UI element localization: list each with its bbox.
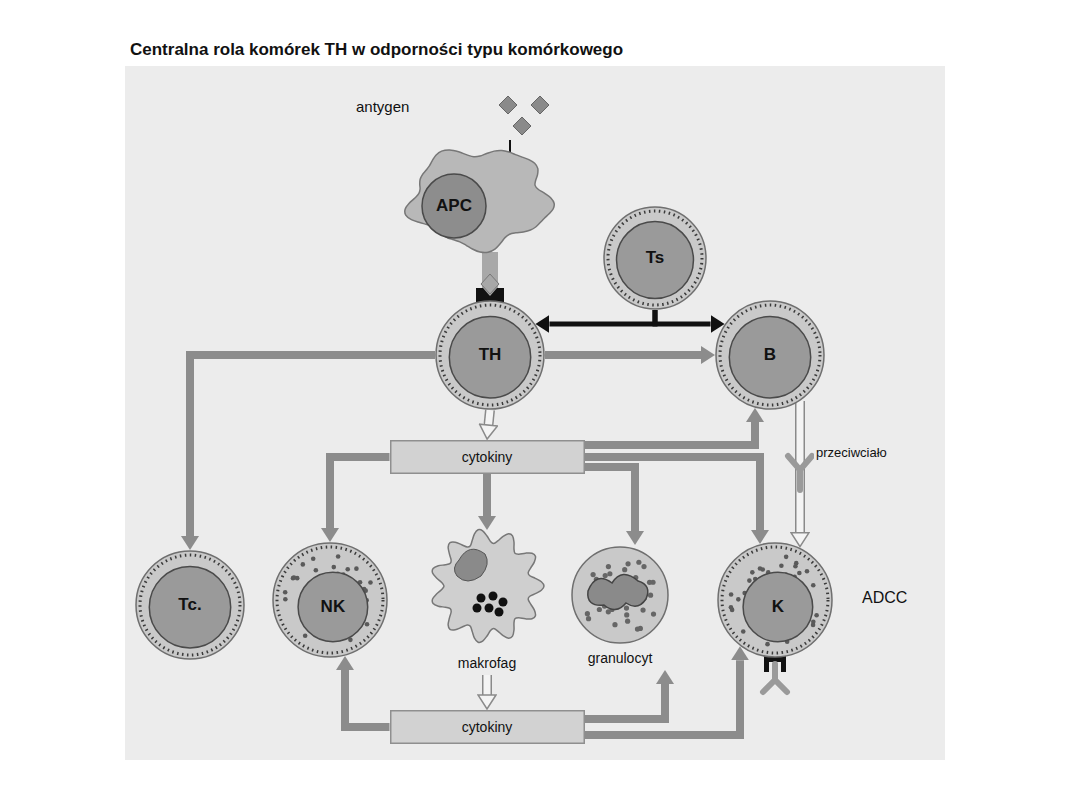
cell-label: makrofag [458, 655, 516, 671]
membrane-dots [277, 547, 383, 653]
macrophage: makrofag [422, 530, 552, 675]
granules [283, 554, 373, 642]
cytokine-box: cytokiny [390, 710, 585, 744]
antigen-symbol [499, 96, 517, 114]
arrow-connector [655, 310, 711, 324]
cell-nucleus [588, 574, 648, 609]
arrow-connector [585, 422, 756, 445]
cell-membrane [718, 543, 832, 657]
k-cell: K [717, 542, 833, 658]
box-outline [390, 441, 584, 474]
granules [585, 560, 656, 632]
cell-nucleus [743, 572, 813, 642]
cell-label: granulocyt [588, 650, 653, 666]
antibody-symbol [788, 456, 812, 490]
cell-label: Tc. [178, 595, 201, 615]
cell-label: K [772, 597, 784, 617]
cell-nucleus [449, 317, 530, 398]
diagram-title: Centralna rola komórek TH w odporności t… [130, 40, 623, 60]
arrow-connector [483, 474, 491, 516]
phagosome [473, 604, 482, 613]
antigen-symbol [513, 117, 531, 135]
cell-membrane [436, 301, 544, 409]
antibody-symbol [763, 664, 787, 692]
granules [729, 555, 819, 647]
box-outline [390, 711, 584, 744]
edge-label: przeciwciało [814, 446, 889, 461]
cell-nucleus [729, 317, 810, 398]
membrane-dots [140, 555, 240, 655]
arrow-connector [345, 670, 390, 727]
arrow-connector [585, 467, 636, 531]
adcc-label: ADCC [862, 589, 907, 607]
ts-cell: Ts [603, 206, 707, 310]
membrane-dots [440, 305, 540, 405]
arrow-connector [585, 457, 761, 530]
arrow-connector [484, 675, 491, 695]
cell-label: Ts [646, 248, 665, 268]
box-label: cytokiny [462, 449, 513, 465]
arrow-connector [488, 410, 490, 425]
tc-cell: Tc. [135, 550, 245, 660]
cell-membrane [604, 207, 706, 309]
cell-membrane [136, 551, 244, 659]
membrane-dots [722, 547, 828, 653]
b-cell: B [715, 300, 825, 410]
phagosome [489, 592, 498, 601]
phagosome [485, 604, 494, 613]
cell-membrane [432, 530, 544, 643]
nk-cell: NK [272, 542, 388, 658]
th-cell: TH [435, 300, 545, 410]
membrane-dots [608, 211, 702, 305]
cell-nucleus [454, 549, 487, 581]
phagosome [495, 608, 504, 617]
antigen-symbol [531, 96, 549, 114]
cell-nucleus [298, 572, 368, 642]
cell-membrane [405, 150, 554, 253]
granulocyte: granulocyt [565, 545, 675, 670]
arrow-connector [585, 684, 666, 719]
cell-label: APC [436, 196, 472, 216]
phagosome [477, 594, 486, 603]
cell-label: NK [321, 597, 346, 617]
apc-cell: APC [404, 144, 556, 252]
apc-cell-shape [404, 144, 556, 252]
box-label: cytokiny [462, 719, 513, 735]
cell-nucleus [149, 567, 230, 648]
cell-label: B [764, 345, 776, 365]
arrow-connector [330, 457, 390, 528]
phagosome [499, 598, 508, 607]
macrophage-shape [422, 530, 552, 675]
arrow-outline [488, 410, 490, 425]
cell-membrane [273, 543, 387, 657]
antigen-label: antygen [356, 98, 409, 115]
cytokine-box: cytokiny [390, 440, 585, 474]
cell-label: TH [479, 345, 502, 365]
arrow-outline [482, 675, 492, 695]
cell-membrane [572, 547, 668, 643]
cell-nucleus [422, 174, 486, 238]
arrow-connector [545, 351, 701, 359]
arrow-connector [585, 660, 741, 735]
membrane-dots [720, 305, 820, 405]
cell-nucleus [617, 222, 694, 299]
arrow-connector [549, 310, 655, 324]
cell-membrane [716, 301, 824, 409]
